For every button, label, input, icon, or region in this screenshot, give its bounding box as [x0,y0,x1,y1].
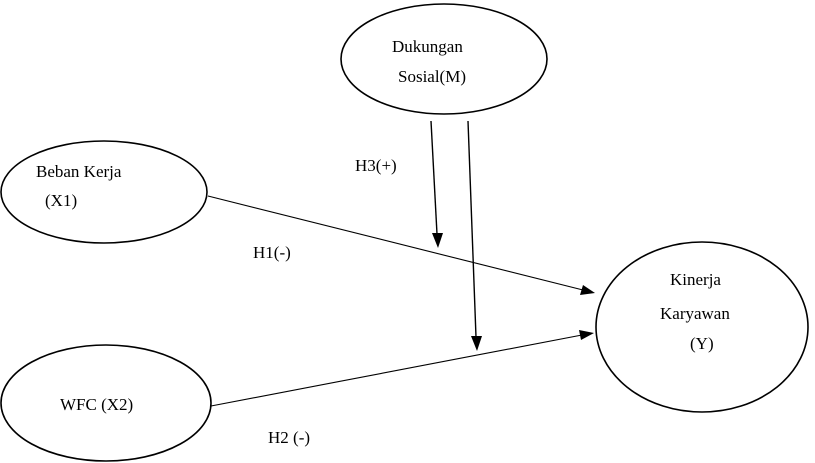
node-performance-code: (Y) [690,334,714,353]
edge-h1-line [207,195,584,291]
node-performance-ellipse [595,241,809,413]
node-wfc: WFC (X2) [0,344,212,462]
edge-h1-arrowhead [580,285,595,295]
moderation-arrow-h2-arrowhead [471,336,482,351]
moderation-arrow-h1-line [430,120,438,235]
node-workload: Beban Kerja (X1) [0,140,208,244]
node-social-support: Dukungan Sosial(M) [340,3,548,115]
edge-h2-arrowhead [579,330,594,340]
moderation-arrow-h1-arrowhead [432,233,443,248]
node-social-support-label: Dukungan [392,37,463,56]
node-workload-label: Beban Kerja [36,162,122,181]
moderation-arrow-h1 [430,120,443,248]
edge-h2-label: H2 (-) [268,428,310,447]
moderation-arrow-h2-line [467,120,477,338]
edge-h1: H1(-) [207,195,595,295]
node-social-support-code: Sosial(M) [398,67,466,86]
edge-h2: H2 (-) [210,330,594,447]
node-performance: Kinerja Karyawan (Y) [595,241,809,413]
node-wfc-ellipse [0,344,212,462]
node-social-support-ellipse [340,3,548,115]
edge-h2-line [210,334,583,407]
node-workload-code: (X1) [45,191,77,210]
edge-h3-label: H3(+) [355,156,397,175]
moderation-arrow-h2 [467,120,482,351]
node-workload-ellipse [0,140,208,244]
edge-h1-label: H1(-) [253,243,291,262]
node-performance-label-2: Karyawan [660,304,730,323]
node-wfc-label: WFC (X2) [60,395,133,414]
node-performance-label: Kinerja [670,270,721,289]
